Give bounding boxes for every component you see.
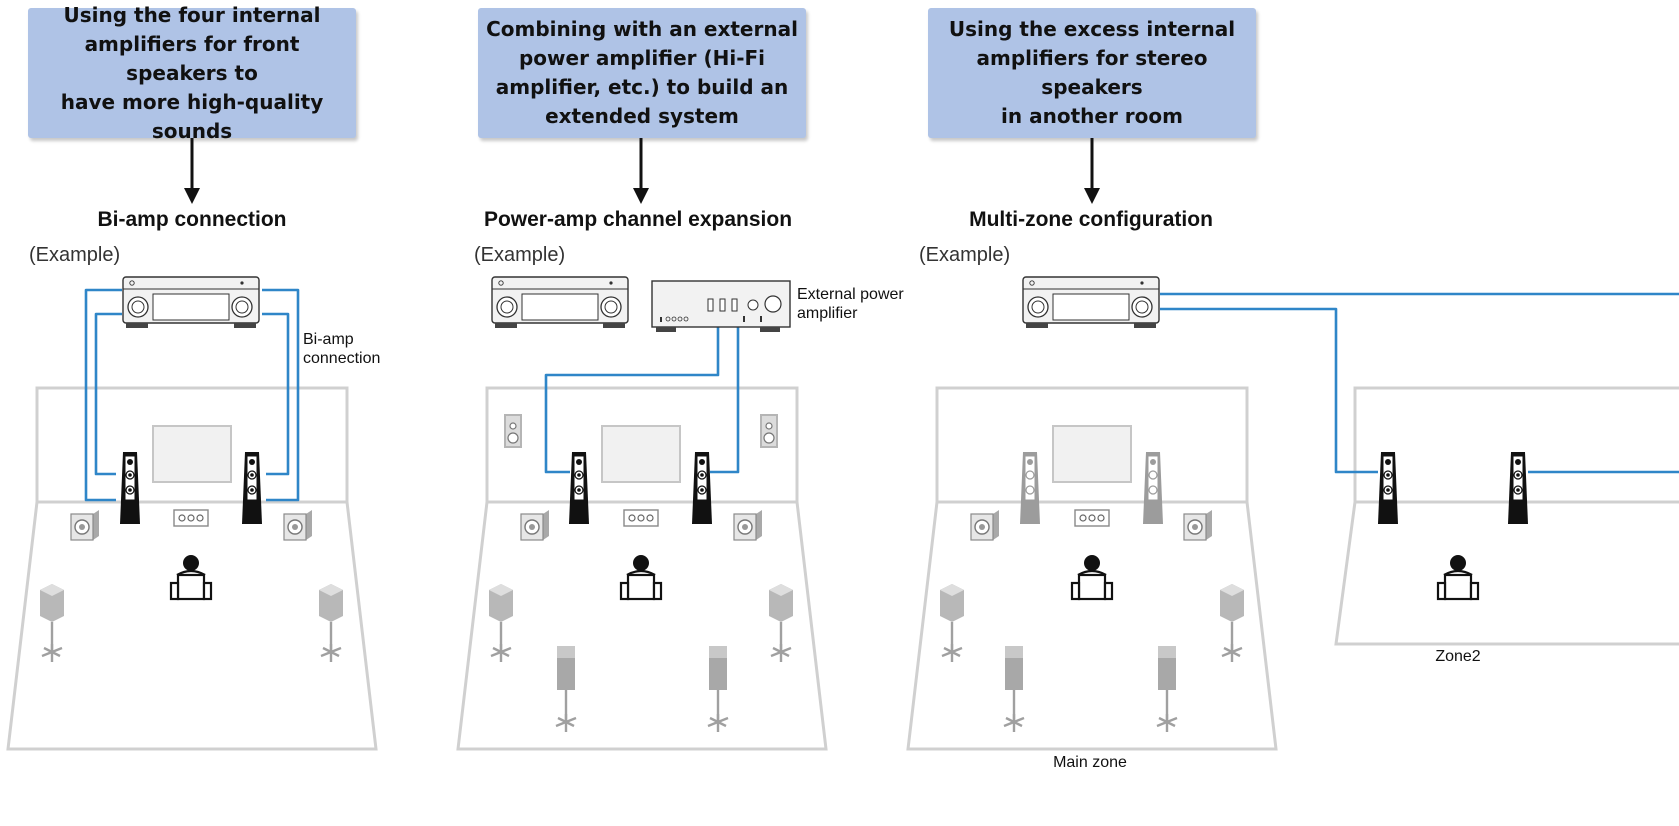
external-power-amplifier-label: External power amplifier <box>797 286 904 322</box>
tv-icon <box>601 425 681 483</box>
panel2-box-line: extended system <box>545 104 739 128</box>
panel3-box-line: amplifiers for stereo speakers <box>976 46 1208 99</box>
panel1-box-line: amplifiers for front speakers to <box>84 31 300 85</box>
av-receiver-icon <box>1022 276 1160 329</box>
panel3-arrow <box>1084 138 1100 204</box>
surround-back-speaker-icon <box>1002 644 1026 734</box>
center-speaker-icon <box>1074 509 1110 527</box>
main-zone-room <box>906 386 1278 751</box>
surround-back-speaker-icon <box>706 644 730 734</box>
panel3-box-line: in another room <box>1001 104 1183 128</box>
presence-speaker-icon <box>503 413 523 449</box>
front-speaker-right-icon <box>691 451 713 525</box>
zone2-speaker-right-icon <box>1507 451 1529 525</box>
surround-speaker-icon <box>1218 582 1246 664</box>
center-speaker-icon <box>173 509 209 527</box>
center-speaker-icon <box>623 509 659 527</box>
listener-icon <box>619 553 663 601</box>
bi-amp-connection-label: Bi-amp connection <box>303 331 381 367</box>
subwoofer-icon <box>283 509 313 541</box>
presence-speaker-icon <box>759 413 779 449</box>
panel2-heading: Power-amp channel expansion <box>483 208 793 231</box>
main-zone-label: Main zone <box>1053 754 1127 771</box>
subwoofer-icon <box>733 509 763 541</box>
panel2-example-label: (Example) <box>474 244 566 266</box>
panel1-arrow <box>184 138 200 204</box>
panel2-room <box>456 386 828 751</box>
listener-icon <box>1070 553 1114 601</box>
panel1-description-box: Using the four internal amplifiers for f… <box>28 3 356 143</box>
av-receiver-icon <box>122 276 260 329</box>
tv-icon <box>152 425 232 483</box>
surround-back-speaker-icon <box>1155 644 1179 734</box>
front-speaker-right-icon <box>1142 451 1164 525</box>
panel2-box-line: Combining with an external <box>486 17 798 41</box>
surround-speaker-icon <box>767 582 795 664</box>
zone2-label: Zone2 <box>1435 648 1481 665</box>
panel2-wires <box>544 326 740 474</box>
panel1-wires <box>84 288 300 502</box>
front-speaker-left-icon <box>1019 451 1041 525</box>
panel3-wires <box>1160 292 1679 474</box>
surround-back-speaker-icon <box>554 644 578 734</box>
panel2-box-line: power amplifier (Hi-Fi <box>518 46 766 70</box>
subwoofer-icon <box>70 509 100 541</box>
panel1-example-label: (Example) <box>29 244 121 266</box>
tv-icon <box>1052 425 1132 483</box>
av-receiver-icon <box>491 276 629 329</box>
panel3-box-line: Using the excess internal <box>948 17 1236 41</box>
front-speaker-right-icon <box>241 451 263 525</box>
panel1-heading: Bi-amp connection <box>97 208 287 231</box>
panel2-arrow <box>633 138 649 204</box>
surround-speaker-icon <box>317 582 345 664</box>
zone2-speaker-left-icon <box>1377 451 1399 525</box>
subwoofer-icon <box>520 509 550 541</box>
front-speaker-left-icon <box>119 451 141 525</box>
panel1-box-line: have more high-quality sounds <box>60 89 324 143</box>
surround-speaker-icon <box>487 582 515 664</box>
panel2-box-line: amplifier, etc.) to build an <box>495 75 789 99</box>
panel3-description-box: Using the excess internal amplifiers for… <box>928 8 1256 138</box>
front-speaker-left-icon <box>568 451 590 525</box>
listener-icon <box>169 553 213 601</box>
panel2-description-box: Combining with an external power amplifi… <box>478 8 806 138</box>
panel1-box-line: Using the four internal <box>63 2 321 27</box>
surround-speaker-icon <box>938 582 966 664</box>
external-power-amplifier-icon <box>651 280 791 333</box>
panel3-heading: Multi-zone configuration <box>969 208 1213 231</box>
surround-speaker-icon <box>38 582 66 664</box>
listener-icon <box>1436 553 1480 601</box>
panel3-example-label: (Example) <box>919 244 1011 266</box>
subwoofer-icon <box>1183 509 1213 541</box>
panel1-room <box>6 386 378 751</box>
subwoofer-icon <box>970 509 1000 541</box>
